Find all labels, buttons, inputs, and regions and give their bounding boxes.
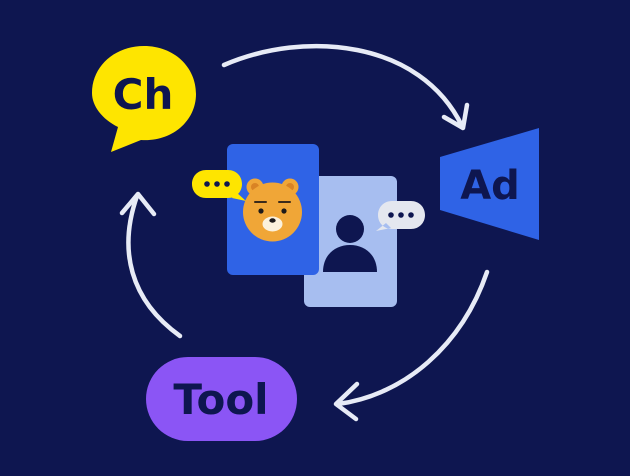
typing-dot-5 (398, 212, 404, 218)
typing-dot-6 (408, 212, 414, 218)
channel-bubble: Ch (92, 46, 196, 152)
bear-eye-right (281, 208, 287, 214)
typing-dot-4 (388, 212, 394, 218)
typing-dot-2 (214, 181, 220, 187)
typing-dot-3 (224, 181, 230, 187)
character-chat-bubble (192, 170, 246, 201)
ad-megaphone-icon (440, 128, 539, 240)
arrow-left-head (119, 191, 157, 217)
tool-pill-icon (146, 357, 297, 441)
arrow-right-curve (335, 269, 490, 407)
user-chat-bubble (376, 201, 425, 231)
tool-label: Tool (173, 375, 268, 424)
bear-eye-left (258, 208, 264, 214)
arrow-top-curve (221, 43, 465, 129)
bear-face (243, 182, 302, 242)
arrow-channel-to-ad (221, 43, 470, 131)
bear-nose (269, 218, 276, 223)
tool-pill: Tool (146, 357, 297, 441)
arrow-tool-to-channel (119, 191, 183, 339)
arrow-top-head (441, 102, 470, 131)
channel-label: Ch (113, 70, 174, 119)
ad-shape: Ad (440, 128, 539, 240)
person-icon (323, 215, 377, 272)
channel-bubble-icon (92, 46, 196, 152)
arrow-ad-to-tool (333, 269, 490, 422)
person-head-icon (336, 215, 364, 243)
arrow-right-head (333, 381, 360, 422)
arrow-left-curve (126, 193, 183, 339)
typing-dot-1 (204, 181, 210, 187)
cycle-arrows (119, 43, 490, 422)
ad-label: Ad (460, 163, 520, 209)
bear-avatar-icon (243, 178, 302, 242)
bear-muzzle (262, 216, 283, 232)
person-body-icon (323, 245, 377, 272)
